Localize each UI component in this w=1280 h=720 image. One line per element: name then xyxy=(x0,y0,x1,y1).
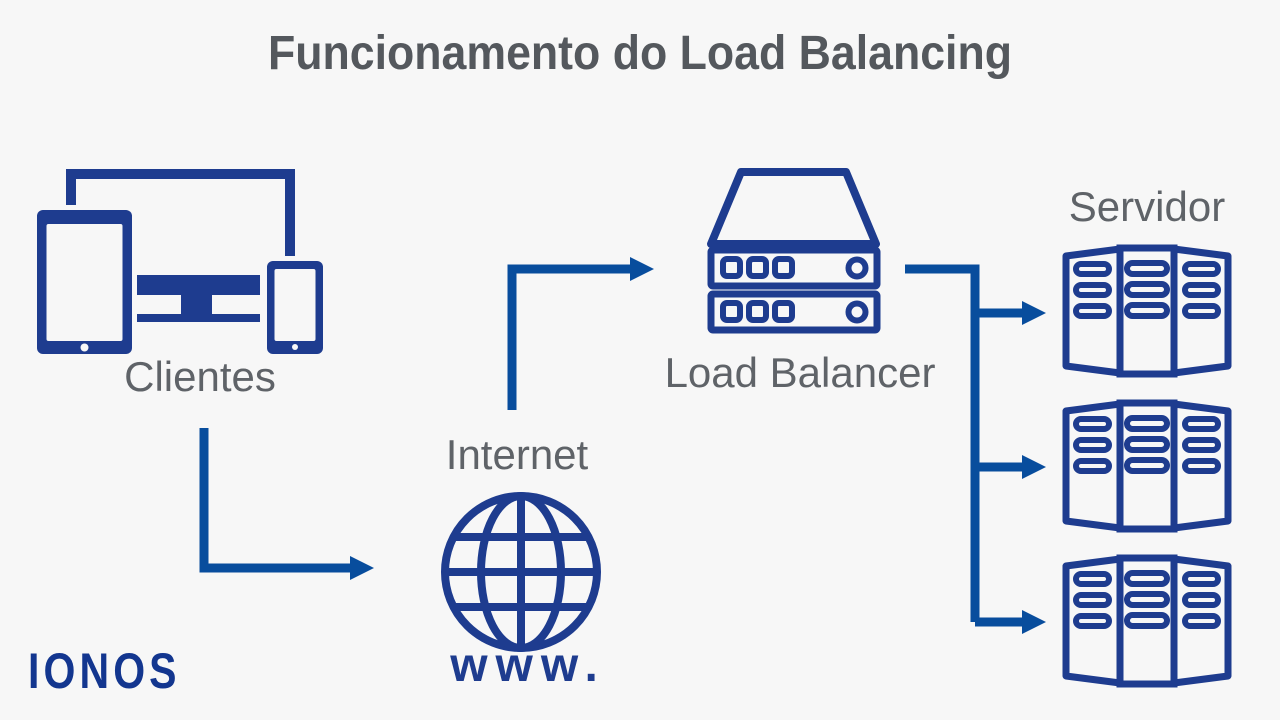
servers-label: Servidor xyxy=(1068,183,1226,230)
internet-label: Internet xyxy=(445,431,589,478)
server-rack-icon xyxy=(1066,558,1228,684)
monitor-icon xyxy=(66,169,295,322)
arrow-loadbalancer-to-servers xyxy=(905,264,1046,634)
server-rack-icon xyxy=(1066,248,1228,374)
globe-icon xyxy=(441,492,601,652)
phone-icon xyxy=(267,261,323,354)
arrow-internet-to-loadbalancer xyxy=(507,257,654,410)
clients-label: Clientes xyxy=(124,353,276,400)
www-caption: www. xyxy=(450,639,606,692)
page-title: Funcionamento do Load Balancing xyxy=(267,27,1012,80)
server-rack-icon xyxy=(1066,403,1228,529)
arrow-clients-to-internet xyxy=(199,428,374,580)
ionos-logo: IONOS xyxy=(28,643,181,699)
servers-group xyxy=(1066,248,1228,684)
tablet-icon xyxy=(37,210,132,354)
load-balancer-label: Load Balancer xyxy=(664,349,936,396)
clients-icon xyxy=(37,169,323,354)
load-balancer-icon xyxy=(707,168,881,334)
